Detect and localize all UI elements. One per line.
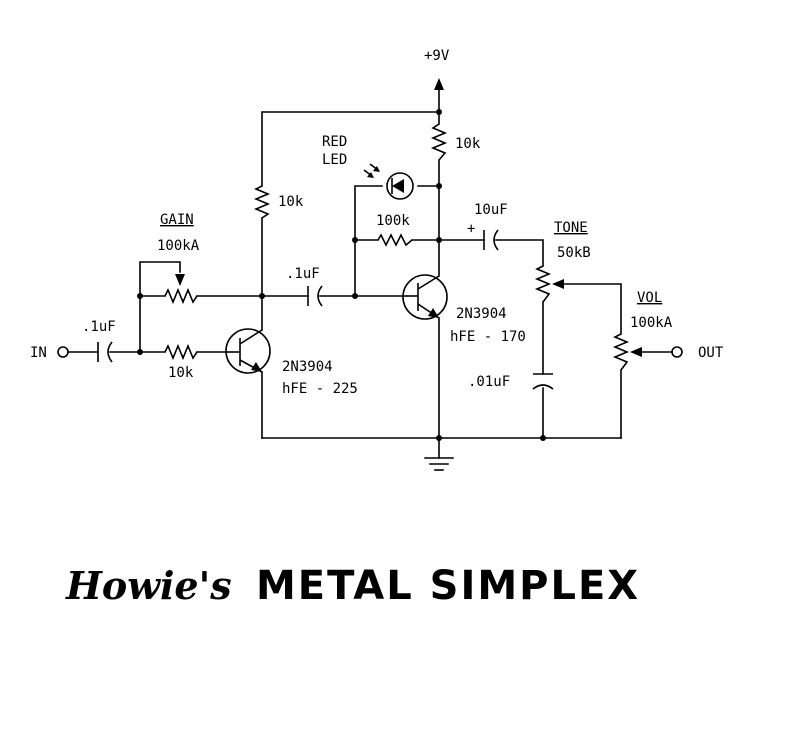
gain-pot-wiper-icon [175, 274, 185, 286]
output-capacitor-polarity: + [467, 221, 475, 237]
vol-title-label: VOL [637, 290, 662, 306]
input-label: IN [30, 345, 47, 361]
tone-capacitor-icon [532, 373, 554, 390]
tone-to-vol-wire [559, 283, 622, 439]
feedback-resistor-label: 100k [376, 213, 410, 229]
q2-part-label: 2N3904 [456, 306, 507, 322]
feedback-resistor-icon [377, 233, 413, 247]
q2-hfe-label: hFE - 170 [450, 329, 526, 345]
tone-title-label: TONE [554, 220, 588, 236]
gain-title-label: GAIN [160, 212, 194, 228]
tone-value-label: 50kB [557, 245, 591, 261]
q2-resistor-label: 10k [455, 136, 481, 152]
output-capacitor-icon [483, 229, 499, 251]
led-label-line2: LED [322, 152, 347, 168]
coupling-capacitor-label: .1uF [286, 266, 320, 282]
gain-wire [139, 261, 263, 353]
wires [67, 85, 673, 459]
gain-value-label: 100kA [157, 238, 200, 254]
coupling-capacitor-icon [307, 285, 323, 307]
feedback-wire [354, 185, 440, 297]
ground-icon [424, 457, 454, 471]
ground-rail [261, 437, 622, 459]
supply-arrow-icon [434, 78, 444, 90]
output-jack-icon [671, 346, 683, 358]
q2-transistor-icon [402, 274, 448, 320]
q1-transistor-icon [225, 328, 271, 374]
output-coupling-wire [438, 239, 544, 439]
input-resistor-label: 10k [168, 365, 194, 381]
input-resistor-icon [164, 343, 198, 361]
output-label: OUT [698, 345, 724, 361]
input-capacitor-icon [97, 341, 113, 363]
junction-dots [137, 109, 546, 441]
vol-pot-resistor-icon [612, 333, 630, 371]
red-led-icon [363, 163, 414, 200]
tone-pot-resistor-icon [534, 265, 552, 303]
supply-label: +9V [424, 48, 450, 64]
supply-line [261, 85, 440, 297]
q1-part-label: 2N3904 [282, 359, 333, 375]
q2-collector-resistor-icon [430, 123, 448, 161]
q1-collector-resistor-icon [253, 185, 271, 219]
title-brand: Howie's [66, 563, 232, 608]
output-capacitor-label: 10uF [474, 202, 508, 218]
gain-pot-resistor-icon [164, 287, 198, 305]
q1-hfe-label: hFE - 225 [282, 381, 358, 397]
vol-pot-wiper-icon [630, 347, 642, 357]
title-name: METAL SIMPLEX [256, 563, 641, 609]
led-label-line1: RED [322, 134, 347, 150]
vol-value-label: 100kA [630, 315, 673, 331]
input-jack-icon [57, 346, 69, 358]
tone-pot-wiper-icon [552, 279, 564, 289]
tone-capacitor-label: .01uF [468, 374, 510, 390]
input-capacitor-label: .1uF [82, 319, 116, 335]
q1-resistor-label: 10k [278, 194, 304, 210]
